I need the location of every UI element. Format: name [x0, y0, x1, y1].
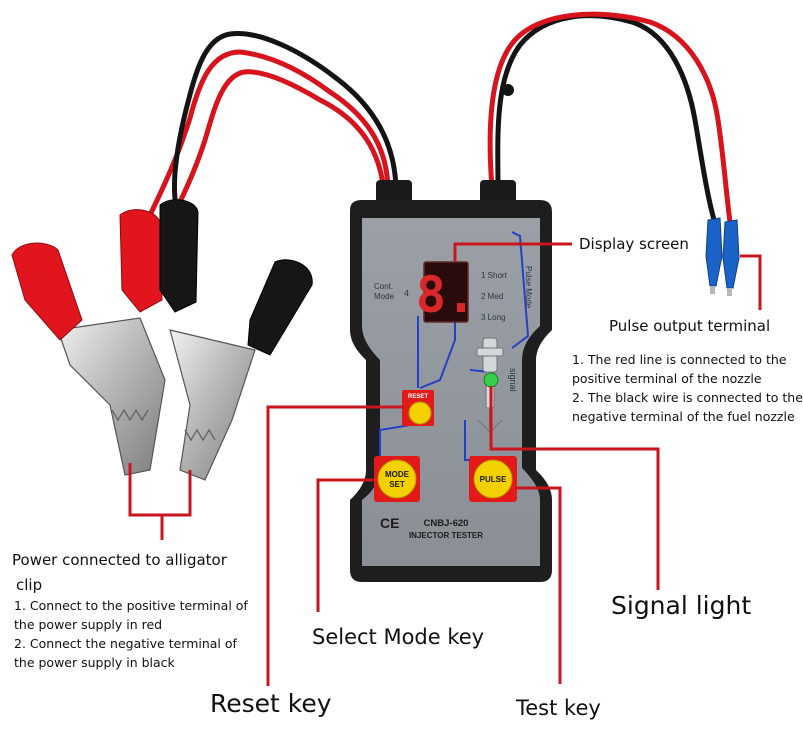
display-digit: 8.	[416, 266, 476, 324]
red-clip-jaw	[57, 317, 166, 476]
callout-lines	[128, 242, 762, 686]
alligator-note-line: 2. Connect the negative terminal of	[14, 636, 237, 651]
pulse-note-line: 1. The red line is connected to the	[572, 352, 787, 367]
cont-mode-line2: Mode	[374, 292, 395, 301]
signal-vertical: signal	[508, 368, 518, 392]
red-clip-handle-2	[119, 209, 163, 313]
select-mode-key-label: Select Mode key	[312, 625, 485, 649]
injector-tester-device: 8. Cont. Mode 4 1 Short 2 Med 3 Long Pul…	[350, 180, 552, 582]
black-pulse-wire	[495, 13, 717, 223]
alligator-note-line: the power supply in black	[14, 655, 175, 670]
alligator-title-line2: clip	[16, 576, 43, 594]
black-clip-handle-2	[247, 259, 313, 356]
left-power-cable	[147, 30, 399, 218]
pulse-note-line: 2. The black wire is connected to the	[572, 390, 803, 405]
seven-segment-display	[423, 261, 469, 323]
pulse-button[interactable]: PULSE	[469, 456, 517, 502]
pulse-button-label: PULSE	[480, 475, 507, 484]
alligator-clips	[11, 199, 313, 481]
alligator-title-line1: Power connected to alligator	[12, 551, 227, 569]
alligator-note-line: 1. Connect to the positive terminal of	[14, 598, 248, 613]
cable-tie	[502, 84, 514, 96]
pulse-output-terminals	[705, 217, 740, 296]
black-power-wire	[172, 30, 399, 208]
reset-callout-line	[266, 405, 405, 686]
reset-key-label: Reset key	[210, 689, 332, 718]
signal-light-callout-line	[489, 386, 660, 590]
display-screen-label: Display screen	[579, 235, 689, 253]
model-text: CNBJ-620	[424, 518, 469, 529]
signal-light-label: Signal light	[611, 591, 752, 620]
alligator-note-line: the power supply in red	[14, 617, 163, 632]
mode-set-line2: SET	[389, 480, 405, 489]
cont-mode-line1: Cont.	[374, 282, 393, 291]
pulse-output-terminal-notes: 1. The red line is connected to the posi…	[572, 350, 803, 426]
test-key-label: Test key	[516, 696, 601, 720]
device-name-text: INJECTOR TESTER	[409, 531, 483, 540]
pulse-output-terminal-title: Pulse output terminal	[609, 317, 771, 335]
cont-mode-number: 4	[404, 289, 409, 298]
pulse-mode-vertical: Pulse Mode	[524, 266, 533, 309]
red-pulse-wire	[487, 11, 733, 225]
reset-button-label: RESET	[408, 394, 428, 400]
reset-button[interactable]: RESET	[402, 390, 434, 426]
display-callout-line	[453, 242, 572, 262]
black-clip-jaw	[169, 329, 256, 481]
red-clip-handle-1	[11, 242, 83, 341]
mode-1: 1 Short	[481, 271, 508, 280]
black-clip-jaw-teeth	[184, 428, 216, 442]
select-mode-callout-line	[316, 478, 374, 612]
pulse-terminal-callout-line	[740, 254, 762, 310]
ce-mark: CE	[380, 515, 399, 531]
red-power-wire-2	[173, 69, 387, 213]
mode-set-button[interactable]: MODE SET	[374, 456, 420, 502]
pulse-note-line: positive terminal of the nozzle	[572, 371, 762, 386]
mode-set-line1: MODE	[385, 470, 410, 479]
alligator-notes: 1. Connect to the positive terminal of t…	[14, 596, 248, 672]
mode-3: 3 Long	[481, 313, 505, 322]
mode-2: 2 Med	[481, 292, 503, 301]
alligator-callout-line	[128, 463, 192, 517]
pulse-note-line: negative terminal of the fuel nozzle	[572, 409, 795, 424]
signal-led	[483, 372, 499, 388]
right-pulse-cable	[487, 11, 733, 225]
test-key-callout-line	[515, 486, 562, 684]
black-clip-handle-1	[159, 199, 199, 313]
red-clip-jaw-teeth	[111, 408, 149, 422]
